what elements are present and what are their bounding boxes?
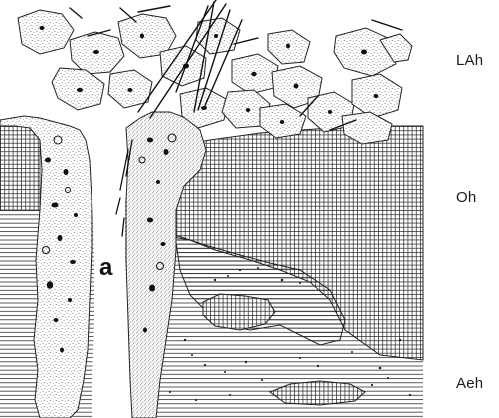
horizon-label-oh: Oh — [456, 189, 476, 206]
horizon-label-aeh: Aeh — [456, 375, 483, 392]
channel-label-a: a — [99, 254, 112, 282]
lah-horizon — [18, 10, 412, 144]
horizon-label-lah: LAh — [456, 52, 483, 69]
